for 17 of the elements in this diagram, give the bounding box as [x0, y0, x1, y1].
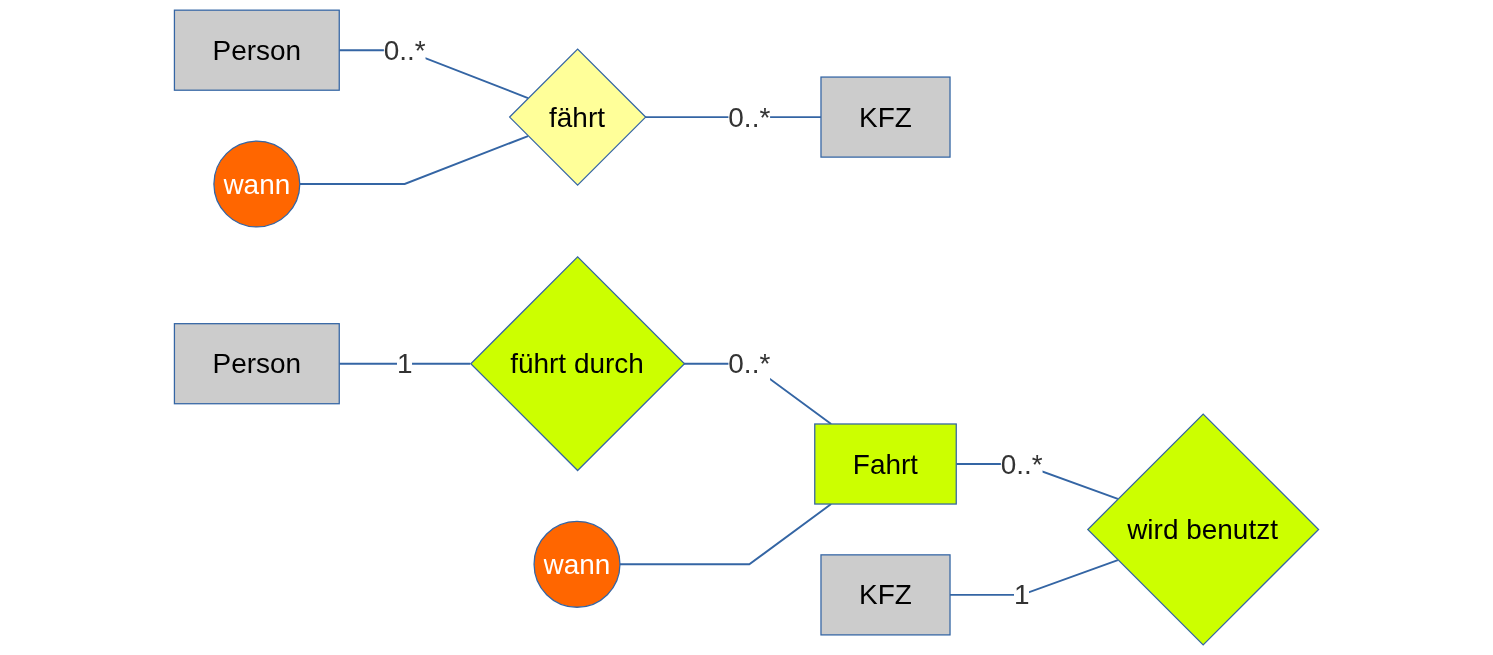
edge-label: 1: [1013, 579, 1030, 611]
node-box: Person: [173, 9, 340, 91]
node-diamond: führt durch: [469, 255, 686, 472]
edge-label: 1: [396, 347, 413, 380]
edge-label: 0..*: [383, 34, 426, 67]
node-box: Person: [173, 323, 340, 405]
edge-label: 0..*: [728, 101, 771, 133]
node-circle: wann: [533, 520, 621, 608]
node-box: Fahrt: [814, 423, 957, 505]
node-circle: wann: [213, 140, 301, 228]
edge-label: 0..*: [1000, 448, 1043, 480]
edge-label: 0..*: [728, 347, 771, 380]
node-box: KFZ: [820, 554, 951, 636]
connector: [619, 503, 833, 566]
node-diamond: fährt: [508, 48, 647, 186]
node-diamond: wird benutzt: [1086, 413, 1320, 646]
node-box: KFZ: [820, 76, 951, 158]
